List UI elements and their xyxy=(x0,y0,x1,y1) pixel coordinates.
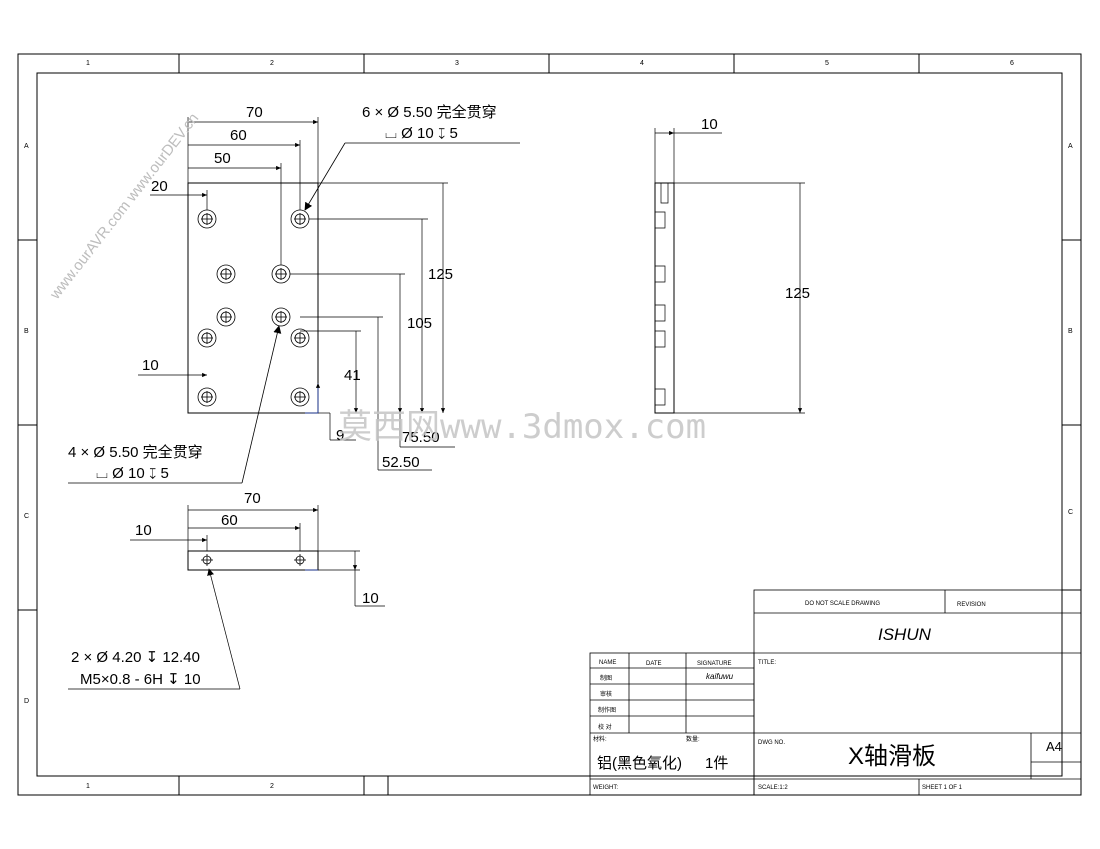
row-checker: 审核 xyxy=(600,690,612,698)
col-date-label: DATE xyxy=(646,661,662,667)
hole-callout-six-line2: ⌴ Ø 10 ↧ 5 xyxy=(385,125,458,142)
hole xyxy=(216,264,236,284)
tapped-holes xyxy=(201,554,306,566)
zone-col-1: 1 xyxy=(86,60,90,67)
edge-dim-70: 70 xyxy=(244,490,261,507)
hole xyxy=(290,387,310,407)
watermark-center: 莫西网www.3dmox.com xyxy=(338,407,706,447)
scale-label: SCALE:1:2 xyxy=(758,785,788,791)
col-signature-label: SIGNATURE xyxy=(697,661,732,667)
edge-dim-60: 60 xyxy=(221,512,238,529)
side-view: 10 125 xyxy=(654,116,810,414)
material-value: 铝(黑色氧化) xyxy=(597,755,682,772)
zone-col-5: 5 xyxy=(825,60,829,67)
dim-9: 9 xyxy=(336,427,344,444)
edge-view-outline xyxy=(187,550,319,571)
sheet-label: SHEET 1 OF 1 xyxy=(922,785,963,791)
company-name: ISHUN xyxy=(878,625,932,644)
hole-callout-six: 6 × Ø 5.50 完全贯穿 ⌴ Ø 10 ↧ 5 xyxy=(362,103,497,142)
zone-row-d: D xyxy=(24,698,29,705)
dim-20: 20 xyxy=(151,178,168,195)
dim-105: 105 xyxy=(407,315,432,332)
dim-125: 125 xyxy=(428,266,453,283)
row-proof: 校 对 xyxy=(598,723,612,731)
dim-52-50: 52.50 xyxy=(382,454,420,471)
side-view-outline xyxy=(654,182,675,414)
zone-labels: 1 2 3 4 5 6 1 2 A B C D A B C xyxy=(24,60,1073,790)
tap-hole xyxy=(294,554,306,566)
dim-60: 60 xyxy=(230,127,247,144)
quantity-label: 数量: xyxy=(686,735,700,743)
hole xyxy=(290,328,310,348)
quantity-value: 1件 xyxy=(705,755,728,772)
dim-75-50: 75.50 xyxy=(402,429,440,446)
col-name-label: NAME xyxy=(599,660,616,666)
sheet-frame xyxy=(17,53,1082,796)
hole xyxy=(271,307,291,327)
callout-leaders xyxy=(68,142,520,484)
edge-view-dimension-lines xyxy=(68,505,385,690)
hole-callout-four-line2: ⌴ Ø 10 ↧ 5 xyxy=(96,465,169,482)
row-drafter: 制图 xyxy=(600,674,612,682)
zone-row-a-right: A xyxy=(1068,143,1073,150)
weight-label: WEIGHT: xyxy=(593,785,618,791)
hole xyxy=(271,264,291,284)
zone-row-b-right: B xyxy=(1068,328,1073,335)
edge-dim-10: 10 xyxy=(135,522,152,539)
zone-col-6: 6 xyxy=(1010,60,1014,67)
side-view-hidden-lines xyxy=(655,183,669,406)
hole-callout-four: 4 × Ø 5.50 完全贯穿 ⌴ Ø 10 ↧ 5 xyxy=(68,443,203,482)
side-view-dimension-lines xyxy=(654,128,805,414)
hole xyxy=(197,328,217,348)
title-block: DO NOT SCALE DRAWING REVISION ISHUN TITL… xyxy=(589,589,1082,796)
zone-row-a: A xyxy=(24,143,29,150)
hole xyxy=(197,209,217,229)
watermark-diagonal: www.ourAVR.com www.ourDEV.cn xyxy=(46,110,202,303)
revision-label: REVISION xyxy=(957,602,986,608)
signature: kaifuwu xyxy=(706,672,734,681)
tap-callout-line2: M5×0.8 - 6H ↧ 10 xyxy=(80,671,201,688)
zone-col-2: 2 xyxy=(270,60,274,67)
watermarks: www.ourAVR.com www.ourDEV.cn 莫西网www.3dmo… xyxy=(46,110,706,447)
row-maker: 制作图 xyxy=(598,706,616,714)
hole xyxy=(197,387,217,407)
material-label: 材料: xyxy=(593,735,607,743)
zone-row-b: B xyxy=(24,328,29,335)
hole-callout-six-line1: 6 × Ø 5.50 完全贯穿 xyxy=(362,103,497,121)
tap-callout-line1: 2 × Ø 4.20 ↧ 12.40 xyxy=(71,649,200,666)
dim-50: 50 xyxy=(214,150,231,167)
counterbored-holes xyxy=(197,209,310,407)
side-dim-125: 125 xyxy=(785,285,810,302)
zone-row-c: C xyxy=(24,513,29,520)
plate-outline xyxy=(187,182,319,414)
top-view-dimension-text: 70 60 50 20 10 125 105 41 9 75.50 52.50 xyxy=(142,104,453,471)
dim-10: 10 xyxy=(142,357,159,374)
sheet-size: A4 xyxy=(1046,739,1062,754)
dwg-no-label: DWG NO. xyxy=(758,740,785,746)
do-not-scale-label: DO NOT SCALE DRAWING xyxy=(805,601,880,607)
edge-dim-10-thickness: 10 xyxy=(362,590,379,607)
dim-70: 70 xyxy=(246,104,263,121)
zone-col-3: 3 xyxy=(455,60,459,67)
hole-callout-four-line1: 4 × Ø 5.50 完全贯穿 xyxy=(68,443,203,461)
top-view: 70 60 50 20 10 125 105 41 9 75.50 52.50 … xyxy=(68,103,520,484)
tap-hole xyxy=(201,554,213,566)
hole xyxy=(290,209,310,229)
title-label: TITLE: xyxy=(758,660,776,666)
side-dim-10: 10 xyxy=(701,116,718,133)
zone-col-1-bottom: 1 xyxy=(86,783,90,790)
dim-41: 41 xyxy=(344,367,361,384)
zone-col-4: 4 xyxy=(640,60,644,67)
drawing-title: X轴滑板 xyxy=(848,743,936,770)
edge-view: 70 60 10 10 2 × Ø 4.20 ↧ 12.40 M5×0.8 - … xyxy=(68,490,385,690)
title-block-lines xyxy=(589,589,1082,796)
top-view-dimension-lines xyxy=(138,117,455,471)
zone-row-c-right: C xyxy=(1068,509,1073,516)
hole xyxy=(216,307,236,327)
zone-col-2-bottom: 2 xyxy=(270,783,274,790)
